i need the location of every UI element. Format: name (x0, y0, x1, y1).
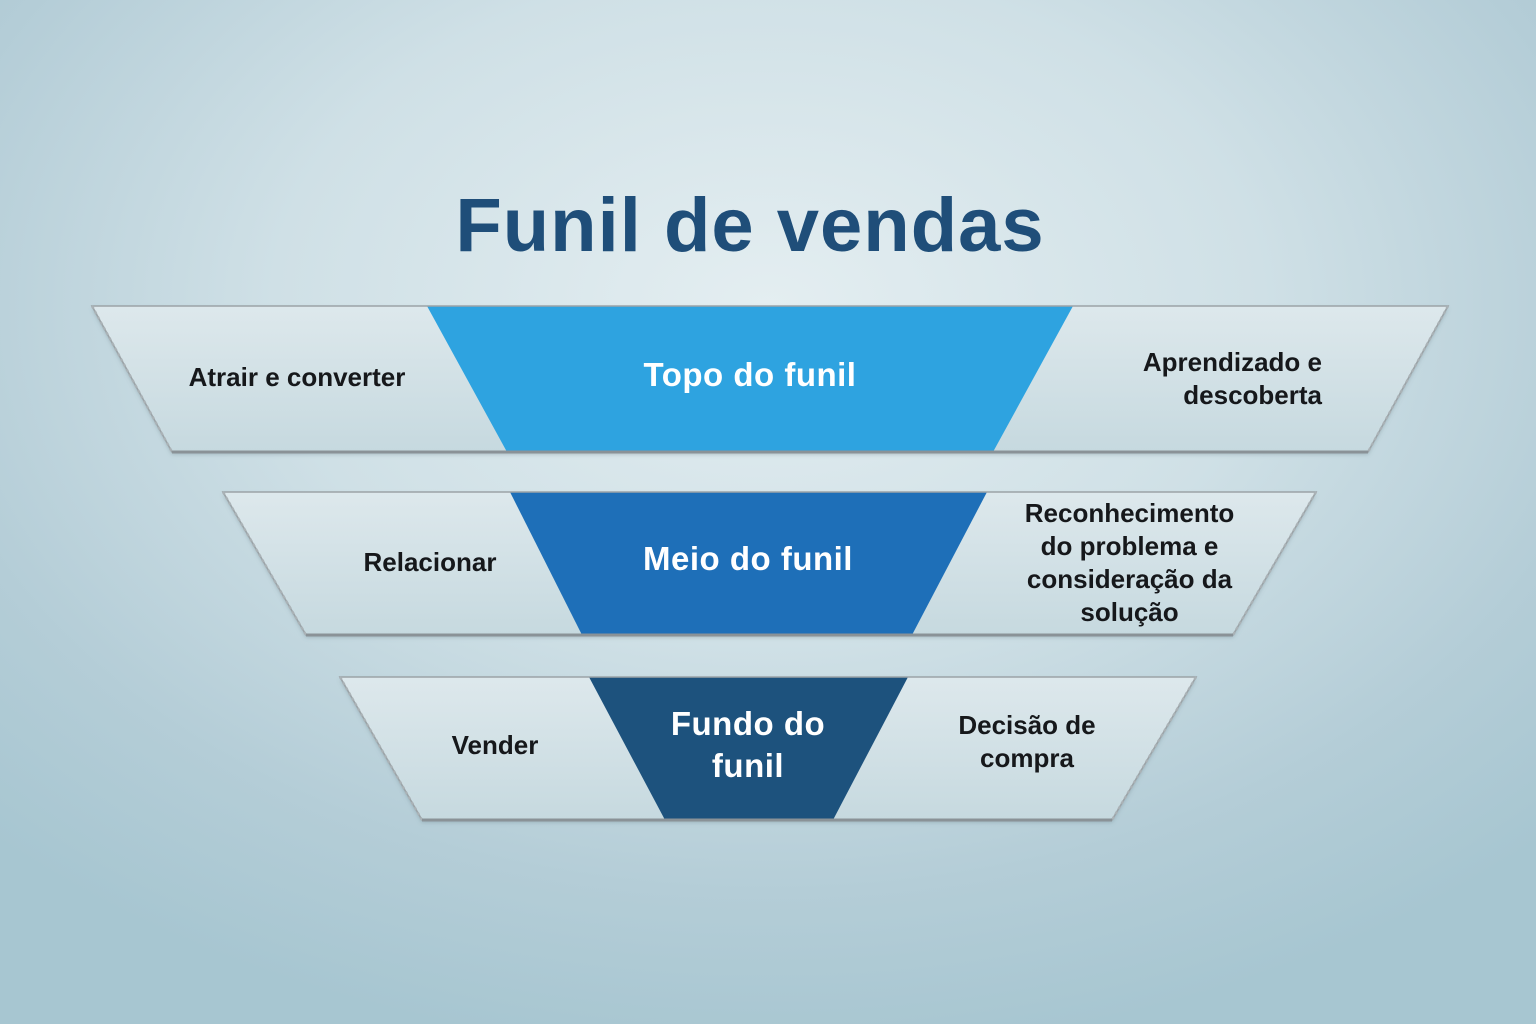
tier-top-left-stitch (90, 305, 174, 453)
tier-middle-stage-label: Meio do funil (643, 540, 853, 577)
tier-bottom-left-label: Vender (451, 730, 539, 760)
tier-bottom-stage-shape (589, 677, 908, 820)
tier-middle-stage-shape (510, 492, 987, 635)
tier-bottom-stage-label: Fundo do funil (670, 705, 826, 784)
tier-bottom (338, 676, 1198, 822)
tier-middle-right-label: Reconhecimento do problema e consideraçã… (1024, 498, 1235, 627)
page-title: Funil de vendas (455, 183, 1045, 268)
tier-top-stage-label: Topo do funil (643, 356, 857, 393)
tier-top-stage-shape (427, 306, 1073, 452)
tier-middle (221, 491, 1318, 637)
tier-top (90, 305, 1450, 454)
tier-top-right-stitch (1366, 305, 1450, 453)
tier-top-right-label: Aprendizado e descoberta (1142, 347, 1322, 410)
tier-bottom-right-stitch (1110, 676, 1198, 821)
tier-top-left-label: Atrair e converter (188, 362, 406, 392)
tier-middle-left-label: Relacionar (363, 547, 497, 577)
tier-bottom-right-label: Decisão de compra (958, 710, 1096, 773)
